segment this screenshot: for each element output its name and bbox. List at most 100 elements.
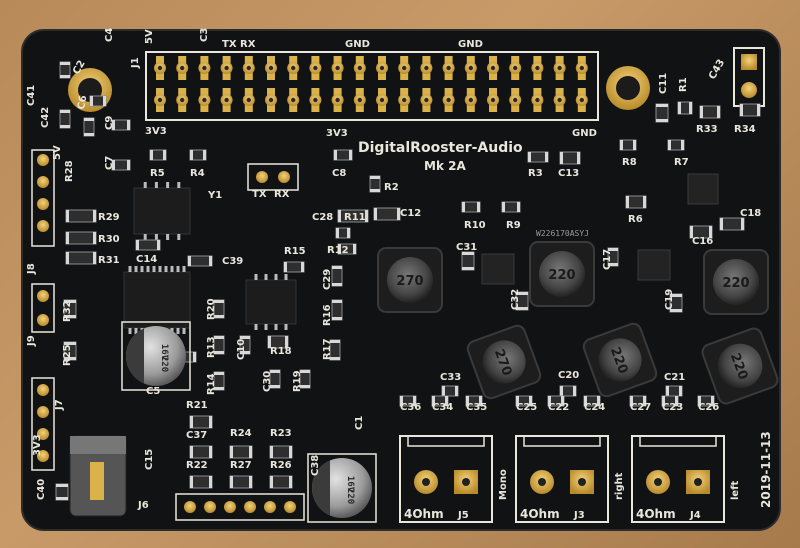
smd-terminal <box>332 317 342 320</box>
header-pad <box>244 501 256 513</box>
smd-terminal <box>709 226 712 238</box>
bottom-header-j6 <box>175 493 305 521</box>
ic-pin <box>176 266 180 272</box>
ic-qfn-1 <box>481 253 515 285</box>
inductor-value: 220 <box>548 268 575 283</box>
smd-terminal <box>502 202 505 212</box>
smd-terminal <box>740 104 743 116</box>
left-header-pads <box>37 154 49 462</box>
gpio-hole <box>490 97 496 103</box>
silk-5v-top: 5V <box>144 29 155 44</box>
terminal-tab <box>407 435 485 447</box>
smd-terminal <box>477 202 480 212</box>
smd-part <box>187 255 213 267</box>
silk-rx: RX <box>240 39 256 50</box>
gpio-hole <box>180 65 185 71</box>
silk-y1: Y1 <box>207 190 222 201</box>
left-header-j7 <box>31 377 55 471</box>
silk-r27: R27 <box>230 460 252 471</box>
ic-pin <box>170 266 174 272</box>
silk-c5: C5 <box>146 386 160 397</box>
header-pad <box>224 501 236 513</box>
smd-terminal <box>374 208 377 220</box>
capacitor-marking: 16V <box>159 344 169 361</box>
silk-c15: C15 <box>144 449 155 470</box>
silk-c24: C24 <box>584 402 605 413</box>
smd-terminal <box>479 396 482 406</box>
terminal-channel: right <box>614 472 625 500</box>
smd-terminal <box>289 446 292 458</box>
gpio-hole <box>357 97 362 103</box>
smd-terminal <box>93 232 96 244</box>
ic-pin <box>254 324 258 330</box>
ic-pin <box>158 266 162 272</box>
silk-r11: R11 <box>344 212 366 223</box>
silk-c17: C17 <box>602 249 613 270</box>
terminal-ref: J3 <box>573 510 585 521</box>
silk-c3: C3 <box>199 28 210 42</box>
gpio-hole <box>224 97 229 103</box>
smd-terminal <box>214 387 224 390</box>
inductor-l5: 220 <box>582 322 658 398</box>
silk-3v3c: 3V3 <box>32 434 43 456</box>
silk-c30: C30 <box>262 371 273 392</box>
silk-j9: J9 <box>26 335 37 347</box>
header-pad <box>37 314 49 326</box>
smd-terminal <box>720 218 723 230</box>
smd-terminal <box>670 294 682 297</box>
gpio-hole <box>402 97 407 103</box>
right-2pin-header <box>733 47 765 107</box>
gpio-header-outline <box>145 51 599 121</box>
silk-r15: R15 <box>284 246 306 257</box>
smd-terminal <box>597 396 600 406</box>
ic-pin <box>264 274 268 280</box>
capacitor-stripe <box>125 328 144 384</box>
silk-r7: R7 <box>674 157 689 168</box>
smd-terminal <box>284 262 287 272</box>
smd-terminal <box>214 315 224 318</box>
smd-terminal <box>608 263 618 266</box>
gpio-hole <box>402 65 407 71</box>
smd-terminal <box>573 386 576 396</box>
smd-terminal <box>353 244 356 254</box>
smd-part <box>269 475 293 489</box>
silk-c9: C9 <box>104 116 115 130</box>
smd-terminal <box>560 152 563 164</box>
gpio-hole <box>291 65 296 71</box>
smd-terminal <box>757 104 760 116</box>
inductor-value: 220 <box>722 276 749 291</box>
silk-c36: C36 <box>400 402 421 413</box>
smd-part <box>135 239 161 251</box>
ic-qfn-3 <box>687 173 719 205</box>
silk-c12: C12 <box>400 208 421 219</box>
smd-terminal <box>517 202 520 212</box>
silk-c14: C14 <box>136 254 157 265</box>
gpio-hole <box>224 65 229 71</box>
smd-terminal <box>163 150 166 160</box>
board-date: 2019-11-13 <box>759 431 773 508</box>
gpio-hole <box>180 97 185 103</box>
silk-c21: C21 <box>664 372 685 383</box>
silk-c31: C31 <box>456 242 477 253</box>
silk-r14: R14 <box>206 373 217 395</box>
smd-part <box>269 445 293 459</box>
ic-pin <box>284 324 288 330</box>
terminal-tab <box>523 435 601 447</box>
ic-pin <box>176 328 180 334</box>
inductor-l4: 270 <box>466 324 542 400</box>
silk-gnd1: GND <box>345 39 370 50</box>
gpio-hole <box>446 97 451 103</box>
silk-c8: C8 <box>332 168 346 179</box>
smd-terminal <box>127 120 130 130</box>
silk-c25: C25 <box>516 402 537 413</box>
gpio-header-pads <box>154 56 588 112</box>
smd-terminal <box>66 252 69 264</box>
header-pad <box>37 220 49 232</box>
silk-r25: R25 <box>62 344 73 366</box>
smd-terminal <box>545 152 548 162</box>
gpio-hole <box>246 65 251 71</box>
